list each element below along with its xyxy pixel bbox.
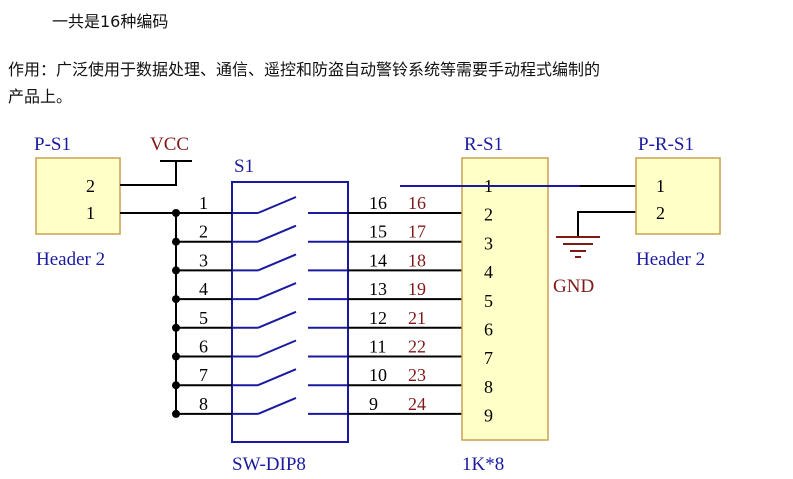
s1-right-pin-number: 16 bbox=[369, 193, 387, 213]
switch-blade bbox=[257, 396, 297, 415]
gnd-wire bbox=[577, 211, 636, 236]
vcc-wire bbox=[120, 161, 177, 186]
net-label: 19 bbox=[408, 279, 426, 299]
s1-body bbox=[231, 181, 349, 443]
gnd-label: GND bbox=[553, 276, 594, 297]
s1-right-pin-number: 15 bbox=[369, 222, 387, 242]
s1-left-pin-number: 6 bbox=[199, 337, 208, 357]
r-s1-pin-number: 4 bbox=[484, 262, 493, 282]
switch-blade bbox=[257, 253, 297, 272]
s1-left-pin-number: 1 bbox=[199, 193, 208, 213]
r-s1-pin-number: 8 bbox=[484, 377, 493, 397]
switch-blade bbox=[257, 368, 297, 387]
s1-right-pin-number: 11 bbox=[369, 337, 386, 357]
net-label: 22 bbox=[408, 337, 426, 357]
pr-s1-pin-1: 1 bbox=[656, 176, 665, 196]
r-s1-comment: 1K*8 bbox=[462, 454, 504, 475]
switch-blade bbox=[257, 339, 297, 358]
p-s1-pin-2: 2 bbox=[86, 176, 95, 196]
pr-s1-comment: Header 2 bbox=[636, 249, 705, 270]
switch-blade bbox=[257, 224, 297, 243]
r-s1-designator: R-S1 bbox=[464, 134, 503, 155]
header-line-2: 作用：广泛使用于数据处理、通信、遥控和防盗自动警铃系统等需要手动程式编制的 bbox=[8, 60, 601, 79]
r-s1-body bbox=[461, 157, 549, 441]
net-label: 18 bbox=[408, 250, 426, 270]
p-s1-comment: Header 2 bbox=[36, 249, 105, 270]
s1-right-pin-number: 13 bbox=[369, 279, 387, 299]
p-s1-designator: P-S1 bbox=[34, 134, 71, 155]
s1-left-pin-number: 8 bbox=[199, 394, 208, 414]
s1-right-pin-number: 10 bbox=[369, 365, 387, 385]
r-s1-pin-number: 9 bbox=[484, 406, 493, 426]
switch-blade bbox=[257, 196, 297, 214]
pr-s1-pin-2: 2 bbox=[656, 203, 665, 223]
s1-left-pin-number: 3 bbox=[199, 250, 208, 270]
switch-blade bbox=[257, 282, 297, 301]
p-s1-body bbox=[35, 157, 121, 235]
s1-left-pin-number: 2 bbox=[199, 222, 208, 242]
net-label: 16 bbox=[408, 193, 426, 213]
header-line-1: 一共是16种编码 bbox=[52, 12, 169, 31]
s1-right-pin-number: 14 bbox=[369, 250, 387, 270]
net-label: 17 bbox=[408, 222, 426, 242]
s1-right-pin-number: 9 bbox=[369, 394, 378, 414]
switch-blade bbox=[257, 310, 297, 329]
s1-designator: S1 bbox=[234, 156, 254, 177]
s1-left-pin-number: 5 bbox=[199, 308, 208, 328]
s1-left-pin-number: 7 bbox=[199, 365, 208, 385]
r-s1-pin-number: 6 bbox=[484, 320, 493, 340]
s1-right-pin-number: 12 bbox=[369, 308, 387, 328]
r-s1-pin-number: 3 bbox=[484, 233, 493, 253]
r-s1-pin-number: 7 bbox=[484, 348, 493, 368]
net-label: 23 bbox=[408, 365, 426, 385]
header-line-3: 产品上。 bbox=[8, 87, 73, 106]
vcc-label: VCC bbox=[150, 134, 189, 155]
pr-s1-body bbox=[635, 157, 721, 235]
r-s1-pin-number: 5 bbox=[484, 291, 493, 311]
net-label: 24 bbox=[408, 394, 426, 414]
s1-comment: SW-DIP8 bbox=[232, 454, 306, 475]
net-label: 21 bbox=[408, 308, 426, 328]
p-s1-pin-1: 1 bbox=[86, 203, 95, 223]
r-s1-pin-number: 2 bbox=[484, 205, 493, 225]
pr-s1-designator: P-R-S1 bbox=[638, 134, 694, 155]
s1-left-pin-number: 4 bbox=[199, 279, 208, 299]
